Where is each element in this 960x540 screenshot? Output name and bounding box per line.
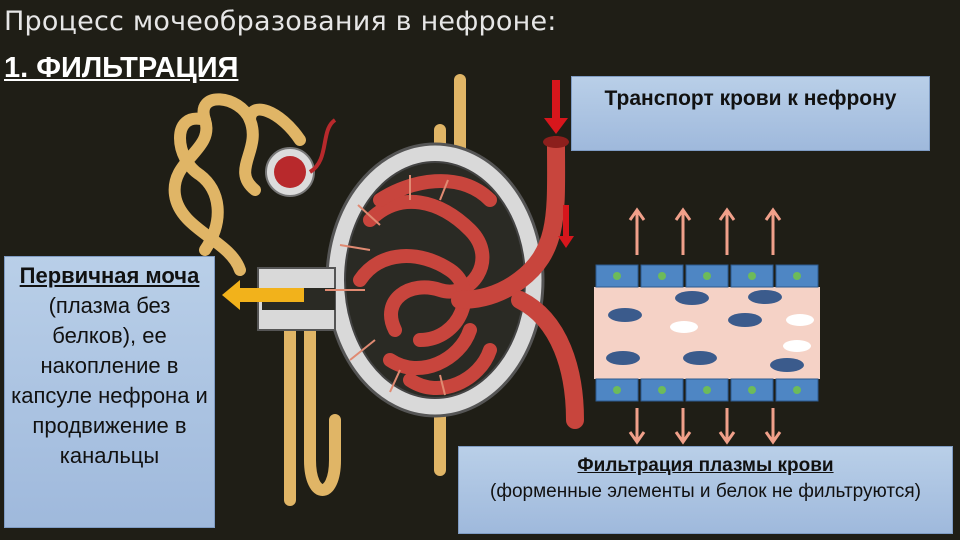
primary-urine-box: Первичная моча (плазма без белков), ее н…: [4, 256, 215, 528]
page-subtitle: 1. ФИЛЬТРАЦИЯ: [4, 52, 239, 84]
endothelium-bottom: [595, 378, 819, 402]
vessel-opening: [543, 136, 569, 148]
arrow-up-icon: [628, 207, 782, 255]
blood-cells: [606, 290, 814, 372]
primary-urine-term: Первичная моча: [19, 263, 200, 288]
red-arrow-icon: [544, 80, 574, 248]
glomerulus: [353, 174, 497, 396]
primary-urine-text: (плазма без белков), ее накопление в кап…: [11, 293, 208, 468]
arrow-down-icon: [628, 408, 782, 445]
blood-transport-box: Транспорт крови к нефрону: [571, 76, 930, 151]
blood-transport-text: Транспорт крови к нефрону: [604, 87, 897, 110]
endothelium-top: [595, 264, 819, 288]
plasma-filtration-heading: Фильтрация плазмы крови: [577, 455, 834, 476]
filtration-arrows: [325, 175, 449, 396]
plasma-filtration-box: Фильтрация плазмы крови (форменные элеме…: [458, 446, 953, 534]
small-glomerulus: [265, 118, 337, 197]
capillary-diagram: [594, 207, 820, 445]
page-title: Процесс мочеобразования в нефроне:: [4, 6, 557, 37]
yellow-arrow-icon: [222, 280, 304, 310]
afferent-arteriole: [451, 136, 584, 429]
plasma-filtration-text: (форменные элементы и белок не фильтруют…: [490, 481, 921, 502]
